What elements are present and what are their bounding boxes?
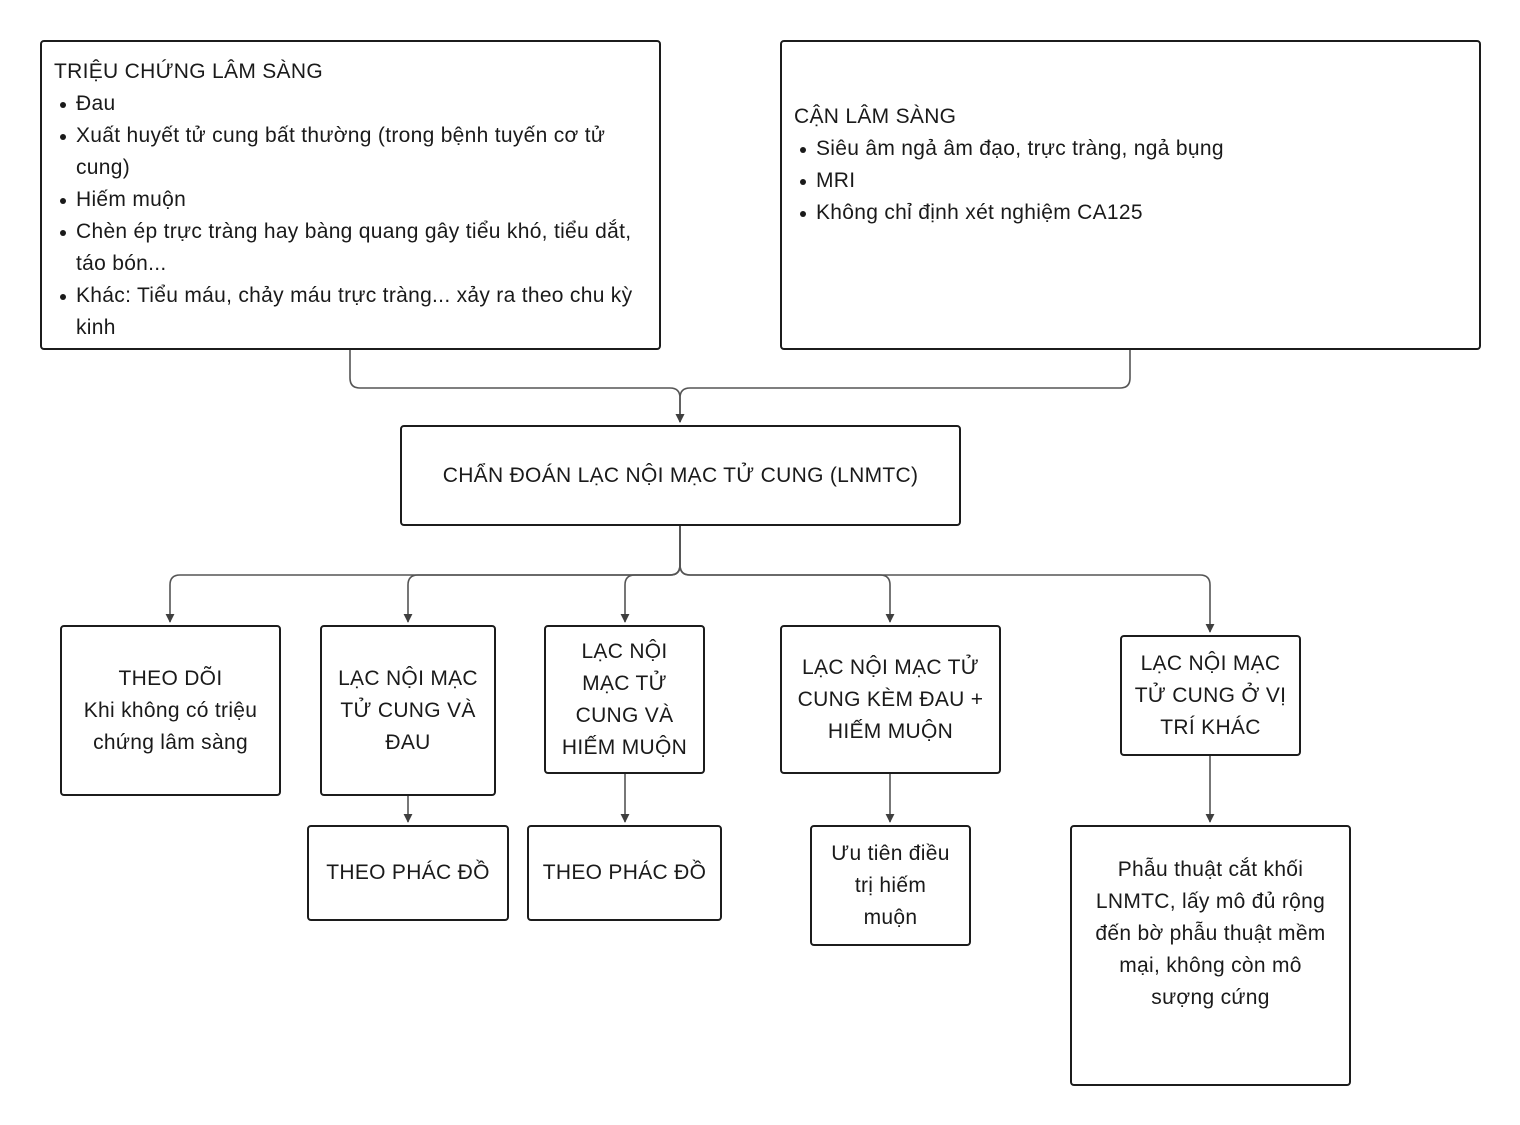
other-site-line: TỬ CUNG Ở VỊ (1134, 683, 1287, 707)
infertility-box: LẠC NỘI MẠC TỬ CUNG VÀ HIẾM MUỘN (544, 625, 705, 774)
list-item: Khác: Tiểu máu, chảy máu trực tràng... x… (54, 280, 647, 344)
surgery-line: Phẫu thuật cắt khối (1117, 857, 1304, 881)
paraclinical-title: CẬN LÂM SÀNG (794, 105, 957, 128)
connector-diagnosis-to-infertility (620, 525, 681, 623)
monitor-line: chứng lâm sàng (93, 730, 248, 754)
list-item: Chèn ép trực tràng hay bàng quang gây ti… (54, 216, 647, 280)
connector-diagnosis-to-pain (403, 525, 681, 623)
pain-infertility-line: CUNG KÈM ĐAU + (797, 687, 984, 711)
clinical-symptoms-title: TRIỆU CHỨNG LÂM SÀNG (54, 60, 323, 83)
infertility-line: CUNG VÀ (575, 703, 674, 727)
list-item: Hiếm muộn (54, 184, 647, 216)
pain-protocol-box: THEO PHÁC ĐỒ (307, 825, 509, 921)
diagnosis-label: CHẨN ĐOÁN LẠC NỘI MẠC TỬ CUNG (LNMTC) (442, 463, 919, 487)
other-site-line: TRÍ KHÁC (1160, 715, 1261, 739)
pain-line: TỬ CUNG VÀ (340, 698, 476, 722)
list-item: MRI (794, 165, 1467, 197)
infertility-protocol-box: THEO PHÁC ĐỒ (527, 825, 722, 921)
diagnosis-box: CHẨN ĐOÁN LẠC NỘI MẠC TỬ CUNG (LNMTC) (400, 425, 961, 526)
connector-diagnosis-to-other-site (679, 525, 1215, 633)
paraclinical-box: CẬN LÂM SÀNG Siêu âm ngả âm đạo, trực tr… (780, 40, 1481, 350)
surgery-box: Phẫu thuật cắt khối LNMTC, lấy mô đủ rộn… (1070, 825, 1351, 1086)
pain-line: ĐAU (385, 730, 431, 754)
list-item: Không chỉ định xét nghiệm CA125 (794, 197, 1467, 229)
infertility-line: LẠC NỘI (581, 639, 668, 663)
priority-line: Ưu tiên điều (831, 841, 950, 865)
clinical-symptoms-list: Đau Xuất huyết tử cung bất thường (trong… (54, 88, 647, 344)
connector-diagnosis-to-monitor (165, 525, 681, 623)
surgery-line: đến bờ phẫu thuật mềm (1095, 921, 1326, 945)
monitor-line: Khi không có triệu (83, 698, 258, 722)
pain-protocol-label: THEO PHÁC ĐỒ (326, 861, 490, 884)
surgery-line: sượng cứng (1151, 985, 1270, 1009)
pain-line: LẠC NỘI MẠC (338, 666, 478, 690)
priority-line: muộn (863, 905, 918, 929)
connector-diagnosis-to-pain-infertility (679, 525, 895, 623)
connector-clinical-to-diagnosis (349, 350, 685, 423)
surgery-line: mại, không còn mô (1119, 953, 1302, 977)
pain-infertility-line: HIẾM MUỘN (827, 719, 954, 743)
pain-box: LẠC NỘI MẠC TỬ CUNG VÀ ĐAU (320, 625, 496, 796)
monitor-box: THEO DÕI Khi không có triệu chứng lâm sà… (60, 625, 281, 796)
monitor-line: THEO DÕI (118, 666, 223, 690)
infertility-protocol-label: THEO PHÁC ĐỒ (542, 861, 707, 884)
paraclinical-list: Siêu âm ngả âm đạo, trực tràng, ngả bụng… (794, 133, 1467, 229)
list-item: Đau (54, 88, 647, 120)
priority-line: trị hiếm (854, 873, 927, 897)
infertility-line: MẠC TỬ (582, 671, 667, 695)
connector-paraclinical-to-diagnosis (675, 350, 1131, 423)
other-site-box: LẠC NỘI MẠC TỬ CUNG Ở VỊ TRÍ KHÁC (1120, 635, 1301, 756)
clinical-symptoms-box: TRIỆU CHỨNG LÂM SÀNG Đau Xuất huyết tử c… (40, 40, 661, 350)
priority-treatment-box: Ưu tiên điều trị hiếm muộn (810, 825, 971, 946)
other-site-line: LẠC NỘI MẠC (1140, 651, 1281, 675)
infertility-line: HIẾM MUỘN (561, 735, 688, 759)
list-item: Siêu âm ngả âm đạo, trực tràng, ngả bụng (794, 133, 1467, 165)
pain-infertility-box: LẠC NỘI MẠC TỬ CUNG KÈM ĐAU + HIẾM MUỘN (780, 625, 1001, 774)
surgery-line: LNMTC, lấy mô đủ rộng (1095, 889, 1326, 913)
list-item: Xuất huyết tử cung bất thường (trong bện… (54, 120, 647, 184)
pain-infertility-line: LẠC NỘI MẠC TỬ (802, 655, 979, 679)
